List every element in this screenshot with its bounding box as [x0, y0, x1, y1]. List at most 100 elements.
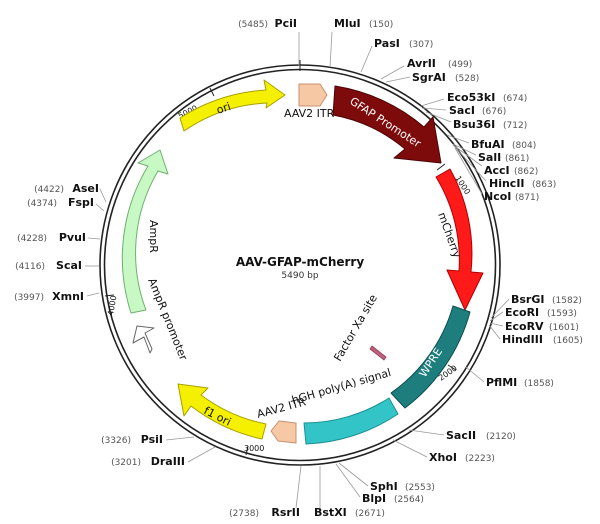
- enzyme-bsrgi[interactable]: BsrGI (1582): [511, 293, 582, 306]
- enzyme-pos: (150): [369, 20, 393, 30]
- enzyme-pos: (674): [503, 94, 527, 104]
- enzyme-rsrii[interactable]: (2738) RsrII: [229, 506, 300, 519]
- enzyme-sacii[interactable]: SacII (2120): [446, 429, 516, 442]
- leader-avrii: [380, 65, 405, 80]
- enzyme-name: ScaI: [56, 259, 82, 272]
- enzyme-sali[interactable]: SalI (861): [478, 151, 529, 164]
- enzyme-pasi[interactable]: PasI (307): [374, 37, 433, 50]
- leader-pflmi: [465, 366, 485, 383]
- enzyme-pcii[interactable]: (5485) PciI: [238, 17, 297, 30]
- enzyme-pos: (2120): [486, 432, 516, 442]
- enzyme-xmni[interactable]: (3997) XmnI: [14, 290, 84, 303]
- enzyme-name: AseI: [72, 182, 99, 195]
- enzyme-name: NcoI: [484, 190, 511, 203]
- plasmid-size: 5490 bp: [281, 271, 318, 281]
- enzyme-pos: (2553): [405, 483, 435, 493]
- enzyme-pos: (2671): [355, 509, 385, 519]
- enzyme-name: BstXI: [314, 506, 347, 519]
- enzyme-pvui[interactable]: (4228) PvuI: [17, 231, 86, 244]
- leader-sali: [452, 143, 477, 156]
- enzyme-name: PciI: [275, 17, 297, 30]
- enzyme-pflmi[interactable]: PflMI (1858): [486, 376, 554, 389]
- feature-ampr[interactable]: [121, 149, 169, 314]
- enzyme-ecori[interactable]: EcoRI (1593): [505, 306, 577, 319]
- leader-asei: [99, 188, 107, 203]
- enzyme-name: SphI: [370, 480, 398, 493]
- leader-hindiii: [488, 324, 501, 340]
- enzyme-ecorv[interactable]: EcoRV (1601): [505, 320, 579, 333]
- enzyme-pos: (863): [532, 180, 556, 190]
- leader-bfuai: [446, 134, 470, 144]
- enzyme-pos: (3326): [101, 436, 131, 446]
- leader-acci: [452, 144, 483, 167]
- feature-gfap-promoter[interactable]: [332, 85, 442, 164]
- leader-pasi: [360, 45, 373, 73]
- enzyme-sphi[interactable]: SphI (2553): [370, 480, 435, 493]
- feature-aav2-itr-2[interactable]: [270, 420, 297, 444]
- feature-hgh-polya[interactable]: [303, 397, 399, 445]
- leader-draiii: [187, 446, 216, 463]
- enzyme-mlui[interactable]: MluI (150): [334, 17, 393, 30]
- enzyme-name: SacI: [449, 104, 475, 117]
- feature-ori[interactable]: [179, 79, 286, 132]
- enzyme-bsu36i[interactable]: Bsu36I (712): [453, 118, 527, 131]
- feature-label-hgh-polya: hGH poly(A) signal: [290, 366, 392, 407]
- leader-pvui: [87, 237, 101, 240]
- enzyme-name: Eco53kI: [447, 91, 495, 104]
- feature-label-factor-xa-site: Factor Xa site: [331, 292, 380, 363]
- enzyme-name: SacII: [446, 429, 476, 442]
- enzyme-name: AccI: [484, 164, 510, 177]
- enzyme-psii[interactable]: (3326) PsiI: [101, 433, 163, 446]
- enzyme-asei[interactable]: (4422) AseI: [34, 182, 99, 195]
- leader-mlui: [329, 31, 333, 68]
- leader-fspi: [95, 203, 105, 212]
- enzyme-sgrai[interactable]: SgrAI (528): [412, 71, 479, 84]
- enzyme-name: AvrII: [407, 57, 436, 70]
- enzyme-eco53ki[interactable]: Eco53kI (674): [447, 91, 527, 104]
- enzyme-scai[interactable]: (4116) ScaI: [15, 259, 82, 272]
- enzyme-name: EcoRV: [505, 320, 544, 333]
- feature-f1-ori[interactable]: [177, 383, 267, 440]
- enzyme-name: EcoRI: [505, 306, 539, 319]
- feature-aav2-itr-1[interactable]: [298, 83, 328, 107]
- enzyme-name: Bsu36I: [453, 118, 495, 131]
- enzyme-hindiii[interactable]: HindIII (1605): [502, 333, 583, 346]
- leader-psii: [165, 436, 195, 441]
- enzyme-bstxi[interactable]: BstXI (2671): [314, 506, 385, 519]
- enzyme-pos: (861): [505, 154, 529, 164]
- enzyme-draiii[interactable]: (3201) DraIII: [111, 455, 185, 468]
- leader-ecori: [489, 311, 504, 322]
- plasmid-name: AAV-GFAP-mCherry: [236, 255, 365, 269]
- enzyme-pos: (307): [409, 40, 433, 50]
- enzyme-name: PasI: [374, 37, 400, 50]
- enzyme-name: BfuAI: [471, 138, 505, 151]
- leader-hincii: [453, 145, 487, 182]
- enzyme-ncoi[interactable]: NcoI (871): [484, 190, 539, 203]
- enzyme-bfuai[interactable]: BfuAI (804): [471, 138, 536, 151]
- feature-label-ori: ori: [215, 100, 233, 117]
- enzyme-blpi[interactable]: BlpI (2564): [362, 492, 424, 505]
- leader-rsrii: [295, 465, 302, 509]
- tick-4000: [104, 294, 115, 297]
- enzyme-saci[interactable]: SacI (676): [449, 104, 506, 117]
- enzyme-leader-lines: [85, 31, 510, 509]
- enzyme-fspi[interactable]: (4374) FspI: [27, 196, 94, 209]
- enzyme-xhoi[interactable]: XhoI (2223): [429, 451, 495, 464]
- enzyme-name: SgrAI: [412, 71, 446, 84]
- enzyme-avrii[interactable]: AvrII (499): [407, 57, 472, 70]
- enzyme-name: PflMI: [486, 376, 517, 389]
- leader-xhoi: [392, 439, 428, 458]
- enzyme-hincii[interactable]: HincII (863): [489, 177, 556, 190]
- tick-2000: [447, 364, 457, 371]
- feature-ampr-promoter[interactable]: [132, 325, 155, 354]
- enzyme-name: PvuI: [59, 231, 86, 244]
- enzyme-pos: (871): [515, 193, 539, 203]
- feature-mcherry[interactable]: [435, 168, 484, 311]
- features: [121, 79, 484, 445]
- feature-wpre[interactable]: [390, 305, 471, 409]
- leader-ncoi: [454, 147, 483, 195]
- feature-factor-xa-site[interactable]: [369, 345, 387, 361]
- enzyme-pos: (2223): [465, 454, 495, 464]
- enzyme-acci[interactable]: AccI (862): [484, 164, 538, 177]
